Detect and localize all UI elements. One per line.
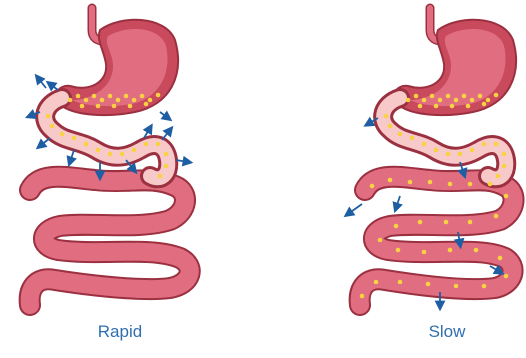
rapid-caption: Rapid xyxy=(60,322,180,342)
slow-panel xyxy=(348,8,516,306)
rapid-panel xyxy=(30,8,190,305)
rapid-colon-fill xyxy=(30,177,190,305)
slow-colon-fill xyxy=(360,177,514,305)
slow-caption: Slow xyxy=(387,322,507,342)
